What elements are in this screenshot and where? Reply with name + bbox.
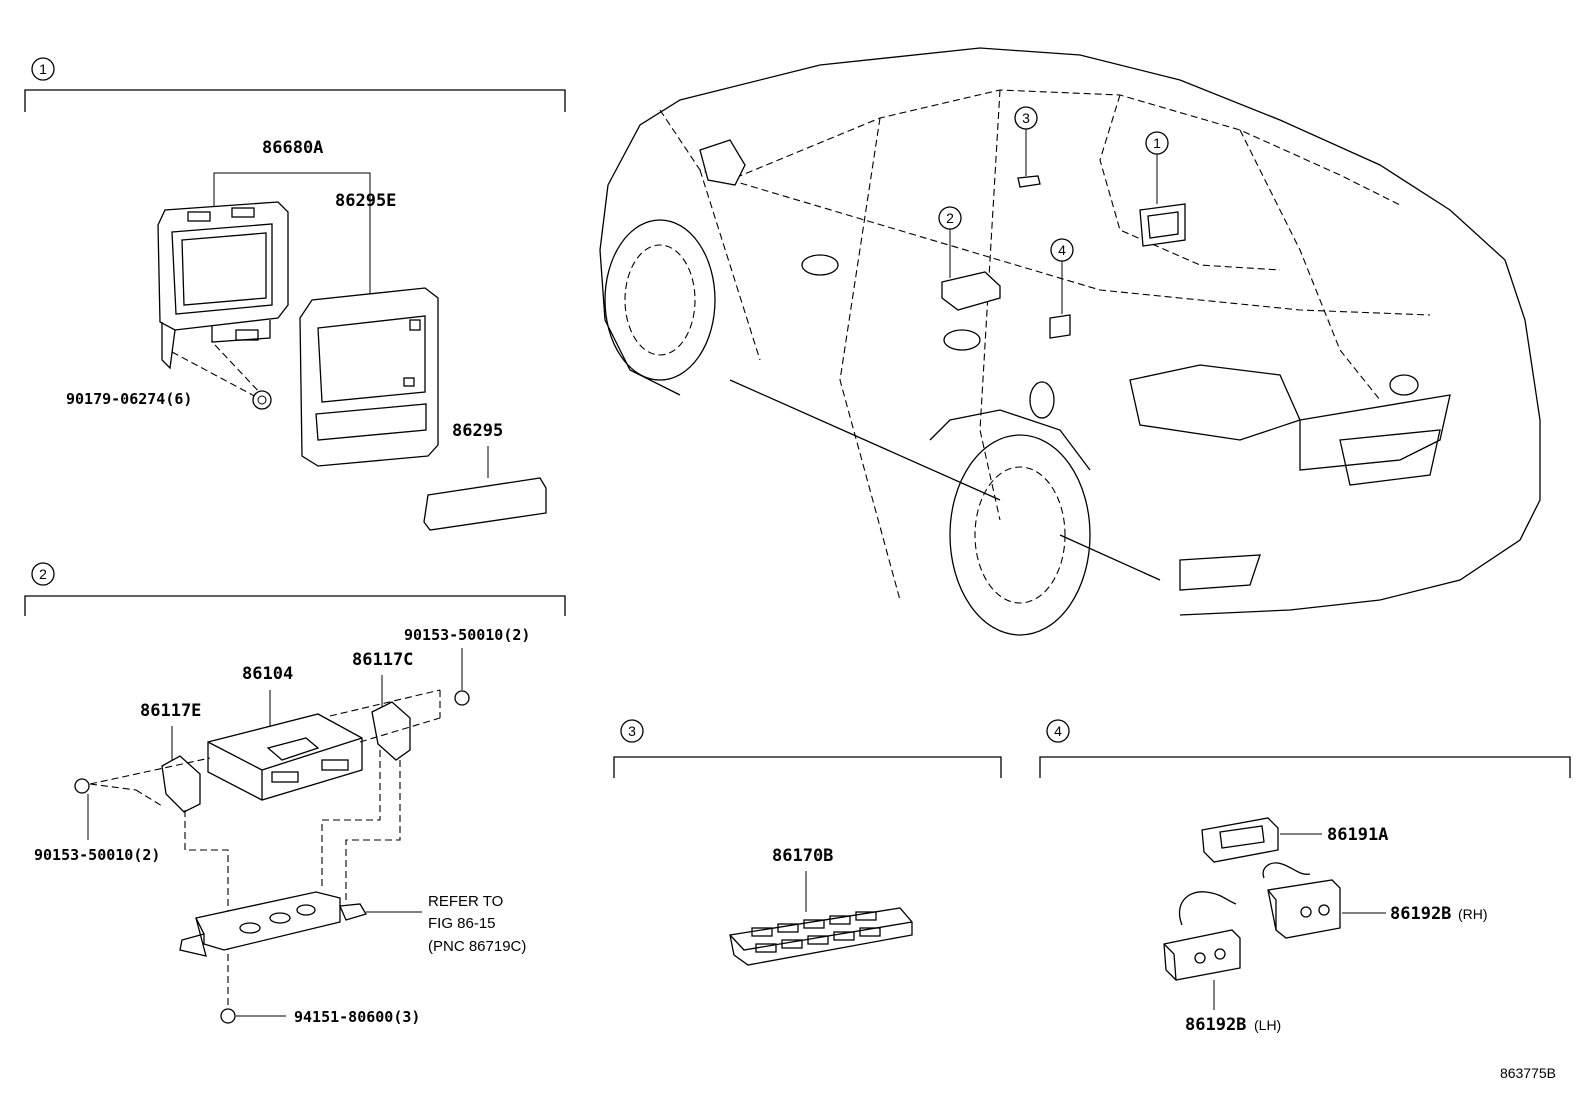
section-2-bracket: [24, 595, 566, 616]
section-2: 2 90153-50010(2) 86117C 86104 86117E 901…: [24, 562, 566, 1026]
monitor-screw-path: [171, 344, 263, 401]
refer-note-line2: FIG 86-15: [428, 915, 496, 932]
part-86170B-label[interactable]: 86170B: [772, 846, 833, 866]
lh-label: (LH): [1254, 1017, 1281, 1033]
lower-mounting-bracket[interactable]: [179, 891, 367, 957]
refer-note-line3: (PNC 86719C): [428, 938, 526, 955]
section-1-bracket: [24, 89, 566, 112]
callout-3-label: 3: [628, 723, 636, 739]
part-86117E-label[interactable]: 86117E: [140, 701, 201, 721]
car-remote-location: [1017, 175, 1041, 188]
part-86680A-leader: [213, 172, 371, 300]
aux-jack-86191A[interactable]: [1201, 817, 1279, 863]
callout-4-label: 4: [1054, 723, 1062, 739]
rear-monitor-assembly[interactable]: [157, 201, 289, 370]
rear-seat-ecu[interactable]: [207, 713, 363, 801]
car-callout-2-label: 2: [946, 210, 954, 226]
remote-control[interactable]: [729, 907, 913, 966]
bolt-90153-left[interactable]: [74, 778, 90, 794]
rh-label: (RH): [1458, 906, 1488, 922]
part-86192B-rh-label[interactable]: 86192B: [1390, 904, 1451, 924]
part-86104-label[interactable]: 86104: [242, 664, 293, 684]
section-4-bracket: [1039, 756, 1571, 778]
bracket-86117C[interactable]: [371, 701, 411, 761]
section-3: 3 86170B: [613, 719, 1002, 966]
callout-2-label: 2: [39, 566, 47, 582]
rear-wheel: [949, 434, 1091, 636]
callout-1-label: 1: [39, 61, 47, 77]
section-1: 1 86680A 90179-06274(6) 86295E: [24, 57, 566, 531]
car-callout-3-label: 3: [1022, 110, 1030, 126]
callout-circle-2: [31, 562, 55, 586]
monitor-bezel[interactable]: [299, 287, 439, 467]
bolt-90153-top[interactable]: [454, 690, 470, 706]
part-86295-label[interactable]: 86295: [452, 421, 503, 441]
callout-circle-3: [620, 719, 644, 743]
car-jack-location: [1049, 314, 1071, 339]
section-3-bracket: [613, 756, 1002, 778]
part-94151-label[interactable]: 94151-80600(3): [294, 1008, 420, 1026]
part-90179-label[interactable]: 90179-06274(6): [66, 390, 192, 408]
callout-circle-4: [1046, 719, 1070, 743]
section-4: 4 86191A 86192B (RH) 86192B: [1039, 719, 1571, 1035]
callout-circle-1: [31, 57, 55, 81]
part-86191A-label[interactable]: 86191A: [1327, 825, 1388, 845]
jack-86192B-rh[interactable]: [1262, 862, 1341, 939]
part-86295E-label[interactable]: 86295E: [335, 191, 396, 211]
part-86680A-label[interactable]: 86680A: [262, 138, 323, 158]
screw-90179[interactable]: [252, 390, 272, 410]
part-90153-top-label[interactable]: 90153-50010(2): [404, 626, 530, 644]
front-wheel: [604, 219, 716, 381]
car-callout-4-label: 4: [1058, 242, 1066, 258]
nut-94151[interactable]: [220, 1008, 236, 1024]
car-callout-1-label: 1: [1153, 135, 1161, 151]
side-mirror: [699, 139, 746, 186]
part-86192B-lh-label[interactable]: 86192B: [1185, 1015, 1246, 1035]
bracket-86117E[interactable]: [161, 755, 201, 813]
part-86117C-label[interactable]: 86117C: [352, 650, 413, 670]
car-ecu-location: [941, 271, 1001, 311]
jack-86192B-lh[interactable]: [1163, 891, 1241, 981]
cover-plate[interactable]: [423, 477, 547, 531]
vehicle-outline: 1 2 3 4: [599, 47, 1541, 636]
figure-reference: 863775B: [1500, 1065, 1556, 1081]
car-monitor-location: [1139, 203, 1186, 247]
refer-note-line1: REFER TO: [428, 893, 503, 910]
part-90153-left-label[interactable]: 90153-50010(2): [34, 846, 160, 864]
